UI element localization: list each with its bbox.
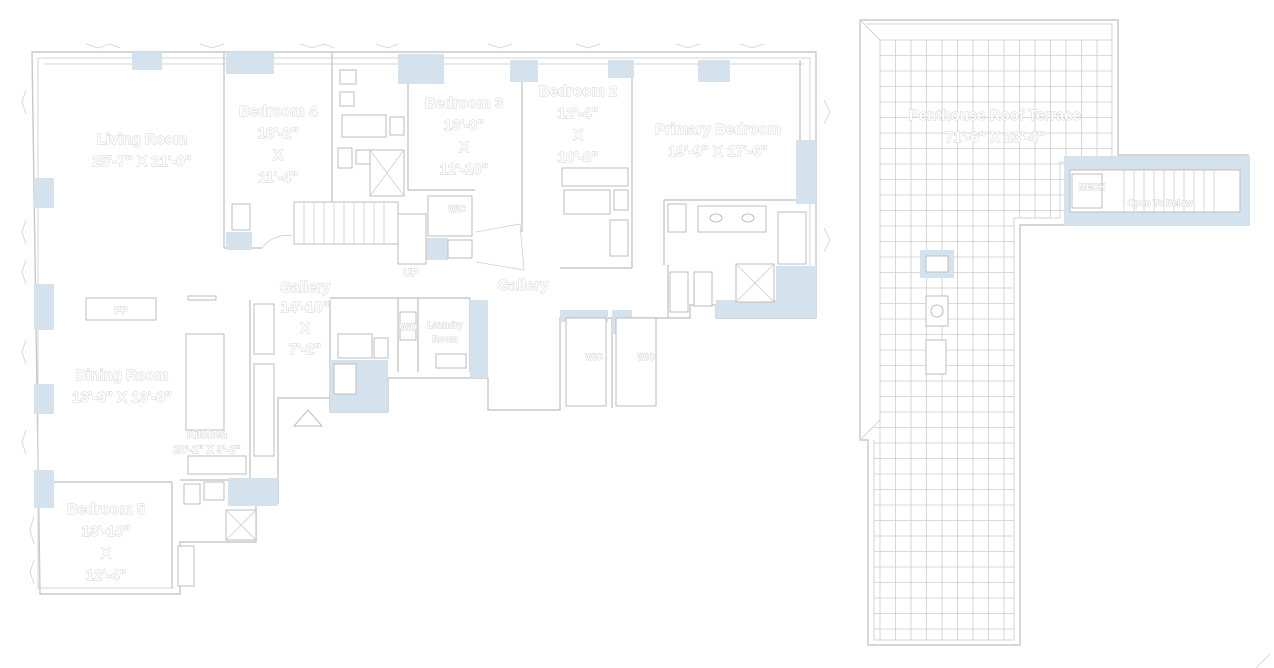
dining-room-name: Dining Room	[75, 367, 168, 384]
wic-label-2: WIC	[585, 352, 603, 362]
bedroom-3-dim-1: 13'-0"	[444, 117, 485, 134]
roof-terrace-name: Penthouse Roof Terrace	[909, 107, 1081, 124]
wic-label-1: WIC	[448, 204, 466, 214]
structural-columns	[34, 52, 816, 508]
open-to-below-label: Open To Below	[1128, 198, 1194, 208]
bedroom-2-dim-2: 10'-8"	[558, 149, 599, 166]
gallery-dim-1: 14'-10"	[280, 299, 329, 316]
bedroom-5-dim-2: 12'-4"	[86, 567, 127, 584]
primary-bedroom-dimensions: 19'-9" X 17'-6"	[668, 143, 768, 160]
gallery-x: X	[300, 320, 310, 337]
roof-terrace	[859, 19, 1271, 668]
laundry-room-sub: Room	[432, 334, 458, 344]
bedroom-5-x: X	[101, 545, 111, 562]
bedroom-3-x: X	[459, 139, 469, 156]
stairs-up-label: UP	[403, 267, 418, 279]
bedroom-4-name: Bedroom 4	[239, 103, 318, 120]
wic-label-3: WIC	[637, 352, 655, 362]
bedroom-5-name: Bedroom 5	[67, 501, 145, 518]
gallery-dim-2: 7'-2"	[289, 341, 321, 358]
bedroom-2-name: Bedroom 2	[539, 83, 617, 100]
living-room-name: Living Room	[97, 131, 188, 148]
living-room-dimensions: 25'-7" X 21'-0"	[92, 153, 192, 170]
kitchen-name: Kitchen	[187, 429, 228, 441]
laundry-room-name: Laundry	[427, 320, 463, 330]
mech-label: MECH	[1079, 182, 1106, 192]
bedroom-4-dim-2: 11'-4"	[258, 169, 298, 186]
bedroom-2-x: X	[573, 127, 583, 144]
bedroom-4-dim-1: 18'-2"	[258, 125, 299, 142]
bedroom-3-dim-2: 12'-10"	[439, 161, 488, 178]
roof-terrace-dimensions: 71'-6" X 23'-4"	[945, 129, 1045, 146]
room-labels: Living Room 25'-7" X 21'-0" Bedroom 4 18…	[66, 83, 1194, 585]
kitchen-dimensions: 20'-1" X 9'-2"	[173, 444, 240, 456]
washer-dryer-label: W/D	[399, 322, 417, 332]
dining-room-dimensions: 13'-9" X 13'-8"	[72, 389, 172, 406]
fireplace-label: FP	[114, 305, 128, 317]
bedroom-5-dim-1: 13'-10"	[81, 523, 130, 540]
bedroom-2-dim-1: 12'-4"	[558, 105, 599, 122]
window-marks	[21, 43, 831, 585]
fixtures	[85, 69, 807, 587]
primary-bedroom-name: Primary Bedroom	[655, 121, 781, 138]
bedroom-3-name: Bedroom 3	[425, 95, 503, 112]
gallery-name: Gallery	[280, 279, 332, 296]
gallery-2-name: Gallery	[498, 277, 550, 294]
bedroom-4-x: X	[273, 147, 283, 164]
